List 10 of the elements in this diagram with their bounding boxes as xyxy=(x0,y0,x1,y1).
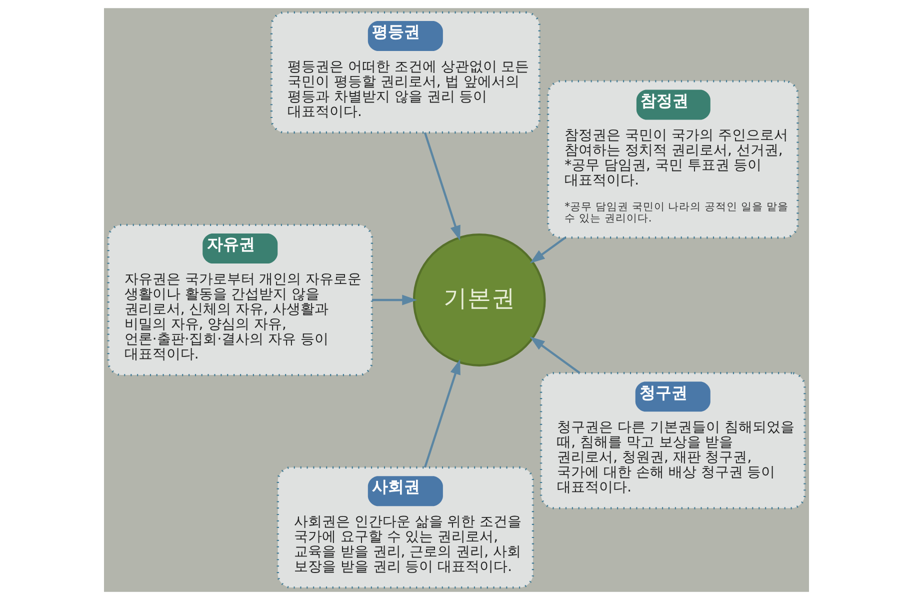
arrow xyxy=(424,359,460,468)
node-box: 평등권 평등권은 어떠한 조건에 상관없이 모든 국민이 평등할 권리로서, 법 앞에서의 평등과 차별받지 않을 권리 등이 대표적이다. xyxy=(270,11,540,134)
arrow xyxy=(424,132,460,241)
node-box: 사회권 사회권은 인간다운 삶을 위한 조건을 국가에 요구할 수 있는 권리로서, 교육을 받을 권리, 근로의 권리, 사회 보장을 받을 권리 등이 대표적이다. xyxy=(276,466,534,589)
node-box: 자유권 자유권은 국가로부터 개인의 자유로운 생활이나 활동을 간섭받지 않을 권리로서, 신체의 자유, 사생활과 비밀의 자유, 양심의 자유, 언론·출판·집회·결사의 자유 등이 대표적이다. xyxy=(107,224,374,376)
arrow xyxy=(372,294,418,306)
node-box: 참정권 참정권은 국민이 국가의 주인으로서 참여하는 정치적 권리로서, 선거권, *공무 담임권, 국민 투표권 등이 대표적이다. *공무 담임권 국민이 나라의 공적인 일을 맡을 수 있는 권리이다. xyxy=(546,80,799,239)
arrow xyxy=(530,336,580,374)
arrow xyxy=(530,236,566,264)
node-box: 청구권 청구권은 다른 기본권들이 침해되었을 때, 침해를 막고 보상을 받을 권리로서, 청원권, 재판 청구권, 국가에 대한 손해 배상 청구권 등이 대표적이다. xyxy=(540,372,806,510)
